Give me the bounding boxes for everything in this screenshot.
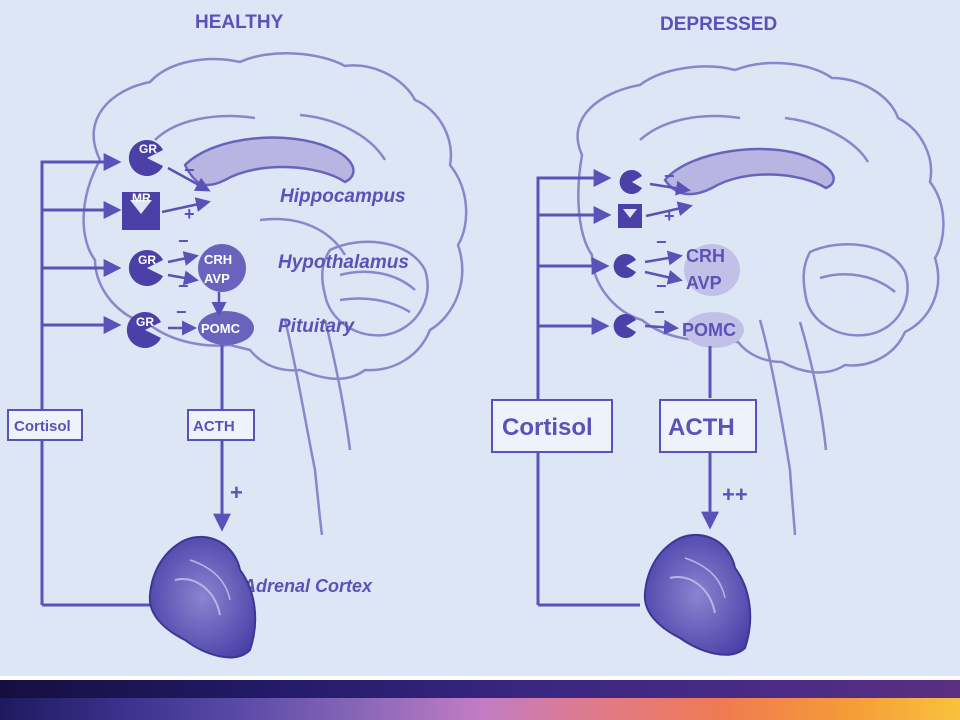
hormone-crh: CRH: [686, 246, 725, 266]
healthy-cortisol-box: Cortisol: [7, 409, 83, 441]
depressed-acth-box: ACTH: [659, 399, 757, 453]
sign-plus: +: [184, 204, 195, 224]
cortisol-label: Cortisol: [502, 414, 593, 441]
footer-stripe-dark: [0, 680, 960, 698]
cortisol-label: Cortisol: [14, 418, 71, 435]
sign-minus: −: [176, 302, 187, 322]
healthy-receptor-gr-2: GR: [128, 250, 163, 287]
region-hypothalamus: Hypothalamus: [278, 252, 409, 273]
receptor-label: GR: [139, 142, 157, 156]
sign-minus: −: [664, 166, 675, 186]
hpa-axis-diagram: HEALTHY GR MR GR: [7, 12, 945, 659]
healthy-receptor-mr: MR: [122, 191, 160, 230]
region-hippocampus: Hippocampus: [280, 186, 406, 207]
sign-minus: −: [656, 232, 667, 252]
acth-effect-sign: +: [230, 480, 243, 505]
region-pituitary: Pituitary: [278, 316, 355, 337]
healthy-panel: HEALTHY GR MR GR: [7, 12, 468, 659]
sign-minus: −: [178, 231, 189, 251]
depressed-receptor-2: [613, 254, 636, 279]
healthy-feedback-lines: [40, 153, 231, 607]
healthy-brain-outline: [82, 52, 468, 536]
healthy-receptor-gr-3: GR: [126, 312, 161, 348]
healthy-adrenal-gland: [148, 535, 257, 659]
healthy-acth-box: ACTH: [187, 409, 255, 441]
sign-minus: −: [178, 276, 189, 296]
depressed-adrenal-gland: [643, 533, 752, 656]
depressed-feedback-lines: [536, 169, 719, 607]
acth-label: ACTH: [668, 414, 735, 441]
depressed-pomc-node: POMC: [682, 312, 744, 348]
region-adrenal-cortex: Adrenal Cortex: [242, 576, 373, 596]
healthy-crh-avp-node: CRH AVP: [198, 244, 246, 292]
hormone-avp: AVP: [686, 273, 722, 293]
hormone-pomc: POMC: [682, 320, 736, 340]
receptor-label: MR: [132, 191, 151, 205]
acth-effect-sign: ++: [722, 482, 748, 507]
depressed-brain-outline: [576, 61, 945, 536]
footer-gradient-bar: [0, 680, 960, 720]
receptor-label: GR: [136, 315, 154, 329]
sign-minus: −: [184, 160, 195, 180]
sign-minus: −: [654, 302, 665, 322]
footer-stripe-color: [0, 698, 960, 720]
depressed-crh-avp-node: CRH AVP: [684, 244, 740, 296]
hormone-avp: AVP: [204, 271, 230, 286]
hormone-pomc: POMC: [201, 321, 241, 336]
diagram-slide: HEALTHY GR MR GR: [0, 0, 960, 676]
receptor-label: GR: [138, 253, 156, 267]
depressed-cortisol-box: Cortisol: [491, 399, 613, 453]
healthy-receptor-gr-1: GR: [128, 140, 163, 176]
acth-label: ACTH: [193, 418, 235, 435]
depressed-receptor-1: [619, 170, 642, 194]
depressed-panel: DEPRESSED CRH AVP: [491, 14, 945, 656]
sign-plus: +: [664, 206, 675, 226]
depressed-receptor-3: [613, 314, 636, 339]
hormone-crh: CRH: [204, 252, 232, 267]
depressed-title: DEPRESSED: [660, 14, 777, 35]
healthy-pomc-node: POMC: [198, 311, 254, 345]
depressed-receptor-mr: [618, 204, 642, 228]
sign-minus: −: [656, 276, 667, 296]
healthy-title: HEALTHY: [195, 12, 284, 33]
